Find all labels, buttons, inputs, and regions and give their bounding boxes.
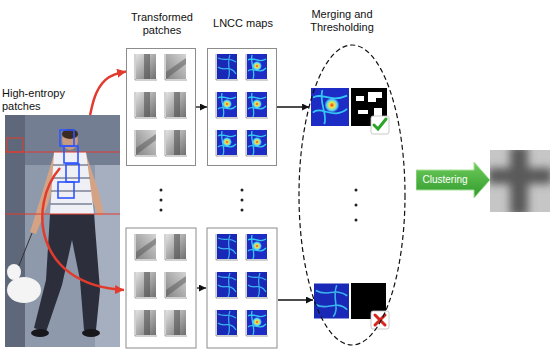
lncc-thumb <box>246 130 268 156</box>
patch-thumb <box>135 130 157 156</box>
patch-thumb <box>165 92 187 118</box>
dot <box>241 189 244 192</box>
patch-box <box>64 146 78 163</box>
lncc-thumb <box>216 234 238 260</box>
photo-street <box>95 165 120 347</box>
image-region: High-entropy patches <box>5 115 120 347</box>
dog-body <box>7 277 41 303</box>
step-arrow-line <box>197 287 206 288</box>
leash <box>18 233 32 268</box>
merge-region: Merging and Thresholding <box>298 44 406 346</box>
flow-arrow <box>196 106 207 107</box>
patch-thumb <box>135 54 157 80</box>
dot <box>355 189 358 192</box>
patch-box <box>58 182 74 198</box>
patch-thumb <box>165 310 187 336</box>
patch-thumb <box>165 234 187 260</box>
patch-thumb <box>165 130 187 156</box>
person-photo <box>5 115 120 347</box>
dot <box>355 219 358 222</box>
patch-thumb <box>165 54 187 80</box>
dot <box>160 199 163 202</box>
dot <box>241 209 244 212</box>
step-heading: High-entropy patches <box>2 83 82 113</box>
result-cross <box>490 150 550 212</box>
lncc-thumb <box>216 272 238 298</box>
patch-thumb <box>135 272 157 298</box>
lncc-thumb <box>246 234 268 260</box>
patch-thumb <box>135 310 157 336</box>
patch-thumb <box>135 92 157 118</box>
patch-box <box>66 164 79 182</box>
cross-badge <box>371 311 389 329</box>
dot <box>160 189 163 192</box>
check-badge <box>371 116 389 134</box>
flow-arrow <box>90 72 126 115</box>
dot <box>355 204 358 207</box>
step-heading: Merging and Thresholding <box>292 3 392 39</box>
patch-box <box>60 130 74 146</box>
lncc-thumb <box>246 272 268 298</box>
lncc-thumb <box>246 92 268 118</box>
step-heading: Transformed patches <box>117 5 207 43</box>
lncc-thumb <box>246 54 268 80</box>
step-arrow-line <box>278 299 313 300</box>
lncc-thumb <box>246 310 268 336</box>
step-arrow: Clustering <box>416 162 490 198</box>
check-mark <box>374 119 386 129</box>
patch-thumb <box>165 272 187 298</box>
merged-map <box>311 88 349 126</box>
step-heading: LNCC maps <box>198 5 288 43</box>
patch-panel: Transformed patches <box>126 48 196 166</box>
stripe-line <box>5 152 120 214</box>
person-shoe <box>82 329 100 337</box>
dot <box>241 199 244 202</box>
photo-ground <box>5 115 120 347</box>
dashed-ellipse <box>299 45 405 345</box>
person-shoe <box>31 329 49 337</box>
patch-panel <box>126 228 196 348</box>
photo-pillar <box>5 115 25 347</box>
mask-blobs <box>356 92 382 116</box>
lncc-thumb <box>216 310 238 336</box>
ellipsis-dots <box>160 189 358 222</box>
lncc-thumb <box>216 92 238 118</box>
cross-bar <box>490 168 550 184</box>
arrow-body <box>416 162 490 198</box>
cluster-result <box>490 150 550 212</box>
dot <box>160 209 163 212</box>
dog-head <box>7 264 21 280</box>
ellipse-outline <box>298 44 406 346</box>
flow-arrow <box>277 106 309 107</box>
red-arrow <box>42 168 124 290</box>
lncc-panel <box>207 228 277 348</box>
step-label: Clustering <box>416 162 474 198</box>
patch-thumb <box>135 234 157 260</box>
lncc-thumb <box>216 130 238 156</box>
red-box <box>7 138 23 152</box>
patch-panel: LNCC maps <box>207 48 277 166</box>
lncc-thumb <box>216 54 238 80</box>
person-shirt <box>50 152 94 214</box>
